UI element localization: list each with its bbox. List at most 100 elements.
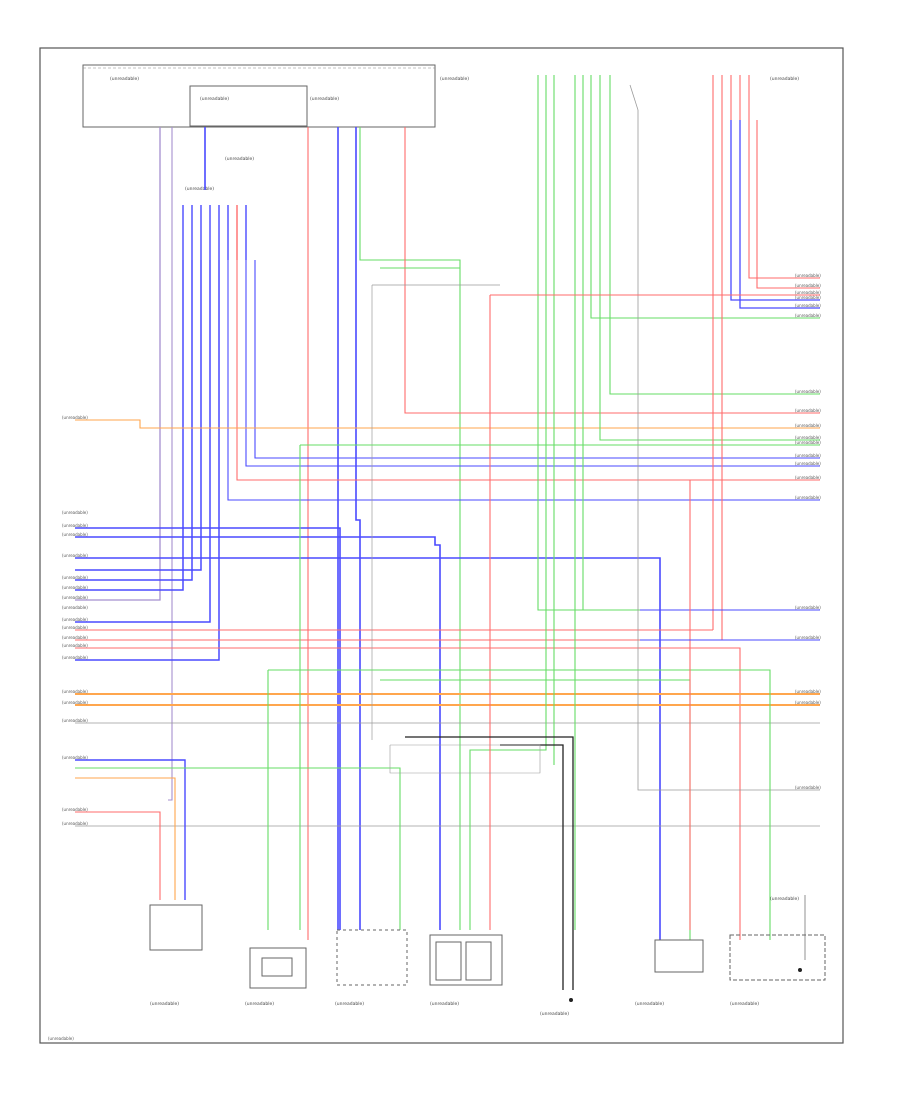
wire-1: [75, 127, 161, 601]
left-wire-label-3: (unreadable): [62, 523, 88, 528]
wire-55: [599, 120, 820, 441]
right-wire-label-17: (unreadable): [795, 635, 821, 640]
wire-17: [75, 260, 184, 591]
component-inner-box-2: [261, 957, 293, 977]
wire-24: [254, 260, 820, 459]
wire-25: [227, 260, 820, 501]
left-wire-label-9: (unreadable): [62, 605, 88, 610]
wire-65: [730, 120, 820, 301]
top-label-1: (unreadable): [110, 76, 139, 82]
top-label-5: (unreadable): [225, 156, 254, 162]
right-wire-label-1: (unreadable): [795, 273, 821, 278]
diagram-frame: [39, 47, 844, 1044]
right-wire-label-20: (unreadable): [795, 785, 821, 790]
right-wire-label-7: (unreadable): [795, 389, 821, 394]
wire-84: [389, 744, 541, 774]
right-wire-label-19: (unreadable): [795, 700, 821, 705]
right-wire-label-13: (unreadable): [795, 461, 821, 466]
component-label-7: (unreadable): [730, 1001, 759, 1007]
top-label-3: (unreadable): [310, 96, 339, 102]
right-wire-label-14: (unreadable): [795, 475, 821, 480]
wire-28: [75, 536, 441, 930]
component-box-7: [729, 934, 826, 981]
left-wire-label-4: (unreadable): [62, 532, 88, 537]
ground-point: [569, 998, 573, 1002]
left-wire-label-8: (unreadable): [62, 595, 88, 600]
right-wire-label-6: (unreadable): [795, 313, 821, 318]
wire-8: [404, 127, 820, 414]
wire-29: [75, 557, 661, 940]
wire-83: [500, 744, 564, 990]
component-box-1: [149, 904, 203, 951]
component-label-4: (unreadable): [430, 1001, 459, 1007]
left-wire-label-5: (unreadable): [62, 553, 88, 558]
wire-66: [739, 120, 820, 309]
component-label-3: (unreadable): [335, 1001, 364, 1007]
wire-37: [75, 759, 186, 900]
component-box-6: [654, 939, 704, 973]
component-label-8: (unreadable): [770, 896, 799, 902]
wire-76: [268, 669, 771, 940]
wire-56: [609, 120, 820, 395]
wire-38: [75, 767, 401, 930]
left-wire-label-18: (unreadable): [62, 755, 88, 760]
wire-2: [168, 127, 173, 801]
right-wire-label-12: (unreadable): [795, 453, 821, 458]
top-label-6: (unreadable): [770, 76, 799, 82]
left-wire-label-7: (unreadable): [62, 585, 88, 590]
left-wire-label-10: (unreadable): [62, 617, 88, 622]
wire-78: [380, 679, 691, 940]
left-wire-label-6: (unreadable): [62, 575, 88, 580]
wire-18: [75, 260, 193, 581]
right-wire-label-18: (unreadable): [795, 689, 821, 694]
wire-32: [75, 647, 741, 940]
wire-82: [405, 736, 574, 990]
right-wire-label-9: (unreadable): [795, 423, 821, 428]
right-wire-label-11: (unreadable): [795, 440, 821, 445]
right-wire-label-4: (unreadable): [795, 295, 821, 300]
wire-67: [748, 120, 820, 279]
right-wire-label-2: (unreadable): [795, 283, 821, 288]
left-wire-label-17: (unreadable): [62, 718, 88, 723]
left-wire-label-2: (unreadable): [62, 510, 88, 515]
component-label-5: (unreadable): [540, 1011, 569, 1017]
component-inner-box-4a: [435, 941, 462, 981]
left-label-group: (unreadable) (unreadable) (unreadable) (unr…: [62, 415, 88, 826]
footer-code: (unreadable): [48, 1036, 74, 1041]
wire-6: [355, 127, 361, 930]
right-wire-label-8: (unreadable): [795, 408, 821, 413]
left-wire-label-15: (unreadable): [62, 689, 88, 694]
wire-50: [469, 120, 547, 930]
left-wire-label-13: (unreadable): [62, 643, 88, 648]
component-label-6: (unreadable): [635, 1001, 664, 1007]
right-label-group: (unreadable)(unreadable)(unreadable)(unr…: [795, 273, 821, 790]
left-wire-label-11: (unreadable): [62, 625, 88, 630]
left-wire-label-19: (unreadable): [62, 807, 88, 812]
top-label-2: (unreadable): [200, 96, 229, 102]
left-wire-label-1: (unreadable): [62, 415, 88, 420]
left-wire-label-14: (unreadable): [62, 655, 88, 660]
left-wire-label-20: (unreadable): [62, 821, 88, 826]
component-inner-box-4b: [465, 941, 492, 981]
wire-68: [756, 120, 820, 289]
wire-26: [75, 419, 820, 429]
right-wire-label-10: (unreadable): [795, 435, 821, 440]
left-wire-label-12: (unreadable): [62, 635, 88, 640]
wire-54: [590, 120, 820, 319]
wire-57: [629, 84, 820, 791]
top-label-4: (unreadable): [440, 76, 469, 82]
wire-21: [75, 260, 220, 661]
wire-40: [75, 811, 161, 900]
top-submodule-box: [189, 85, 308, 127]
wire-20: [75, 260, 211, 623]
wire-22: [236, 260, 820, 481]
top-label-7: (unreadable): [185, 186, 214, 192]
component-box-3: [336, 929, 408, 986]
right-wire-label-15: (unreadable): [795, 495, 821, 500]
wire-23: [245, 260, 820, 467]
wire-39: [75, 777, 176, 900]
component-label-1: (unreadable): [150, 1001, 179, 1007]
right-wire-label-5: (unreadable): [795, 303, 821, 308]
wire-7: [359, 127, 461, 930]
